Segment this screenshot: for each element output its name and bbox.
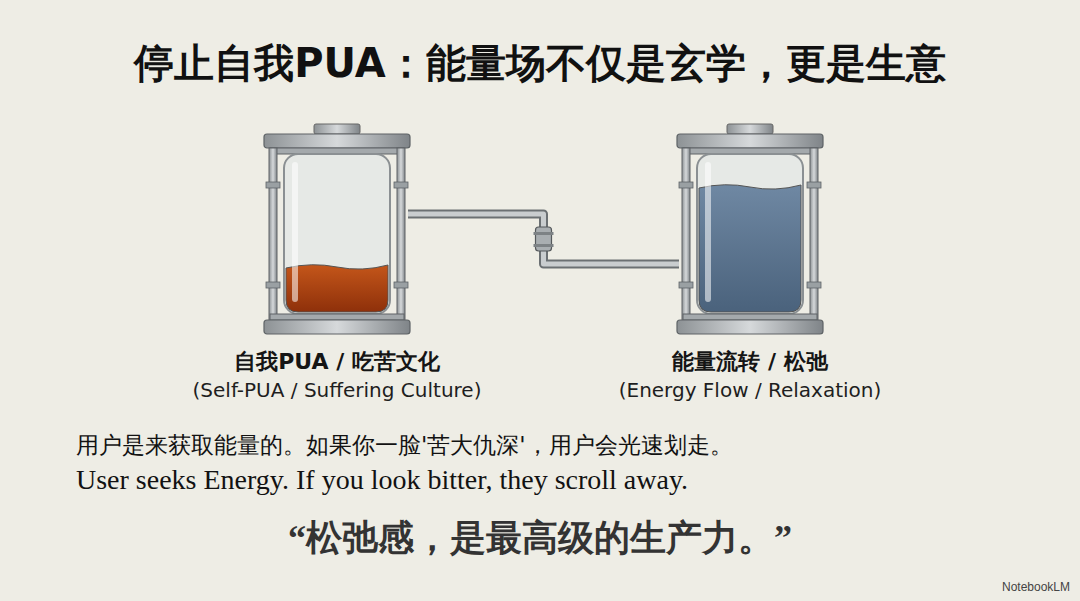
jar-illustration: [675, 122, 825, 342]
node-subtitle: (Self-PUA / Suffering Culture): [167, 377, 507, 403]
pipe-connector: [408, 214, 679, 264]
node-heading: 能量流转 / 松弛: [580, 348, 920, 377]
title: 停止自我PUA：能量场不仅是玄学，更是生意: [0, 36, 1080, 91]
body-text-english: User seeks Energy. If you look bitter, t…: [76, 464, 688, 496]
jar-node: 自我PUA / 吃苦文化(Self-PUA / Suffering Cultur…: [167, 122, 507, 403]
jar-node: 能量流转 / 松弛(Energy Flow / Relaxation): [580, 122, 920, 403]
watermark: NotebookLM: [1002, 580, 1070, 594]
node-heading: 自我PUA / 吃苦文化: [167, 348, 507, 377]
quote: “松弛感，是最高级的生产力。”: [288, 514, 792, 563]
body-text: 用户是来获取能量的。如果你一脸'苦大仇深'，用户会光速划走。: [76, 430, 733, 461]
jar-illustration: [262, 122, 412, 342]
node-subtitle: (Energy Flow / Relaxation): [580, 377, 920, 403]
